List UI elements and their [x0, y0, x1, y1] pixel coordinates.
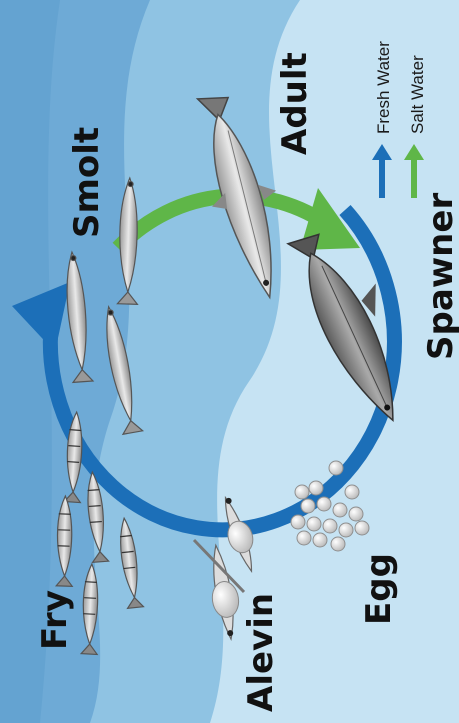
stage-label-adult: Adult — [275, 52, 315, 155]
stage-label-egg: Egg — [359, 553, 399, 625]
stage-label-alevin: Alevin — [241, 593, 281, 712]
legend-salt-water-label: Salt Water — [408, 55, 427, 134]
stage-label-fry: Fry — [35, 590, 75, 650]
stage-label-smolt: Smolt — [67, 127, 107, 238]
legend-fresh-water-label: Fresh Water — [374, 41, 393, 134]
stage-label-spawner: Spawner — [421, 193, 459, 360]
